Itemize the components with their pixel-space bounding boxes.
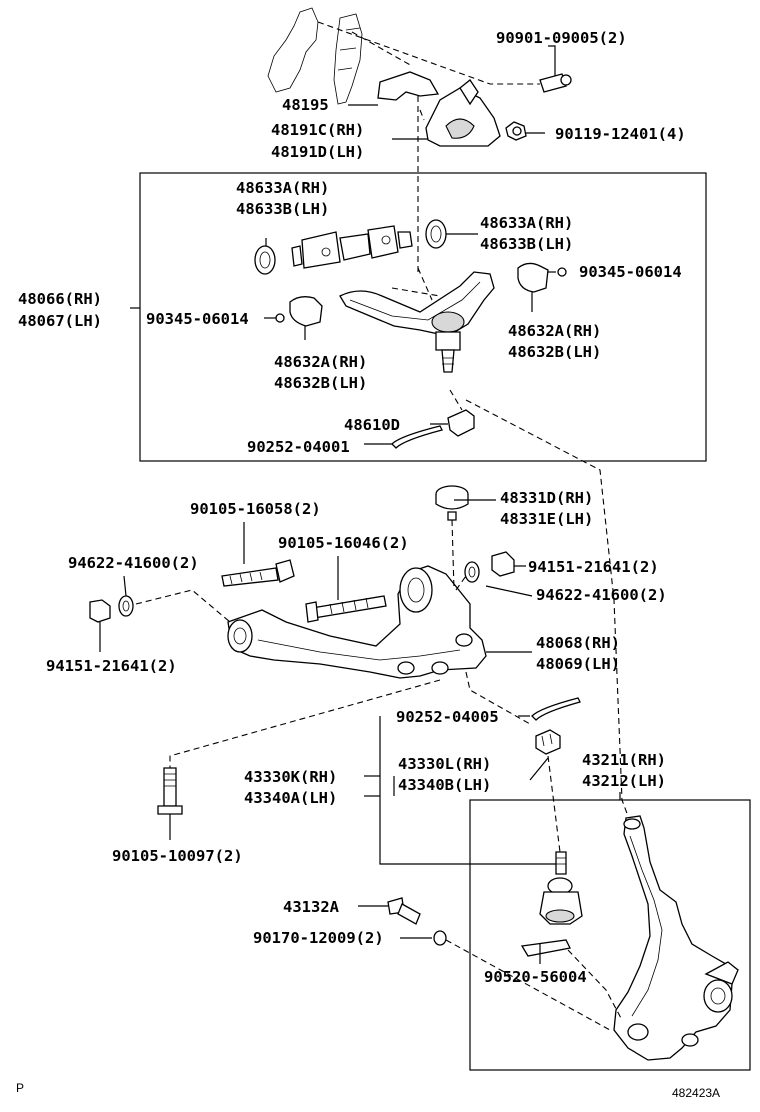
label-90345-06014-right: 90345-06014 bbox=[579, 263, 682, 281]
label-43330l: 43330L(RH) bbox=[398, 755, 491, 773]
upper-arm-group-box bbox=[139, 172, 707, 462]
label-48331e: 48331E(LH) bbox=[500, 510, 593, 528]
label-48633b-left: 48633B(LH) bbox=[236, 200, 329, 218]
label-48632b-right: 48632B(LH) bbox=[508, 343, 601, 361]
label-48633a-left: 48633A(RH) bbox=[236, 179, 329, 197]
label-48191c: 48191C(RH) bbox=[271, 121, 364, 139]
label-90105-16046: 90105-16046(2) bbox=[278, 534, 409, 552]
steering-knuckle-group-box bbox=[469, 799, 751, 1071]
label-48069: 48069(LH) bbox=[536, 655, 620, 673]
label-43340a: 43340A(LH) bbox=[244, 789, 337, 807]
label-90170-12009: 90170-12009(2) bbox=[253, 929, 384, 947]
label-48633b-right: 48633B(LH) bbox=[480, 235, 573, 253]
label-94622-41600-left: 94622-41600(2) bbox=[68, 554, 199, 572]
label-94151-21641-left: 94151-21641(2) bbox=[46, 657, 177, 675]
label-48632a-right: 48632A(RH) bbox=[508, 322, 601, 340]
label-90105-16058: 90105-16058(2) bbox=[190, 500, 321, 518]
label-43132a: 43132A bbox=[283, 898, 340, 916]
label-90119-12401: 90119-12401(4) bbox=[555, 125, 686, 143]
label-43330k: 43330K(RH) bbox=[244, 768, 337, 786]
label-90901-09005: 90901-09005(2) bbox=[496, 29, 627, 47]
label-90520-56004: 90520-56004 bbox=[484, 968, 587, 986]
reference-number: 482423A bbox=[672, 1086, 720, 1100]
label-48067: 48067(LH) bbox=[18, 312, 102, 330]
label-48610d: 48610D bbox=[344, 416, 400, 434]
label-94622-41600-right: 94622-41600(2) bbox=[536, 586, 667, 604]
label-48633a-right: 48633A(RH) bbox=[480, 214, 573, 232]
label-43340b: 43340B(LH) bbox=[398, 776, 491, 794]
lower-arm-drawing bbox=[89, 485, 581, 815]
label-90345-06014-left: 90345-06014 bbox=[146, 310, 249, 328]
knuckle-drawing bbox=[387, 815, 739, 1061]
label-48632b-left: 48632B(LH) bbox=[274, 374, 367, 392]
label-48195: 48195 bbox=[282, 96, 329, 114]
label-48632a-left: 48632A(RH) bbox=[274, 353, 367, 371]
label-48066: 48066(RH) bbox=[18, 290, 102, 308]
label-94151-21641-right: 94151-21641(2) bbox=[528, 558, 659, 576]
corner-mark: P bbox=[16, 1081, 24, 1095]
label-48331d: 48331D(RH) bbox=[500, 489, 593, 507]
label-43211: 43211(RH) bbox=[582, 751, 666, 769]
body-bracket-drawing bbox=[267, 7, 572, 147]
label-43212: 43212(LH) bbox=[582, 772, 666, 790]
label-90105-10097: 90105-10097(2) bbox=[112, 847, 243, 865]
label-90252-04005: 90252-04005 bbox=[396, 708, 499, 726]
upper-arm-drawing bbox=[254, 219, 567, 449]
label-48191d: 48191D(LH) bbox=[271, 143, 364, 161]
label-90252-04001: 90252-04001 bbox=[247, 438, 350, 456]
label-48068: 48068(RH) bbox=[536, 634, 620, 652]
